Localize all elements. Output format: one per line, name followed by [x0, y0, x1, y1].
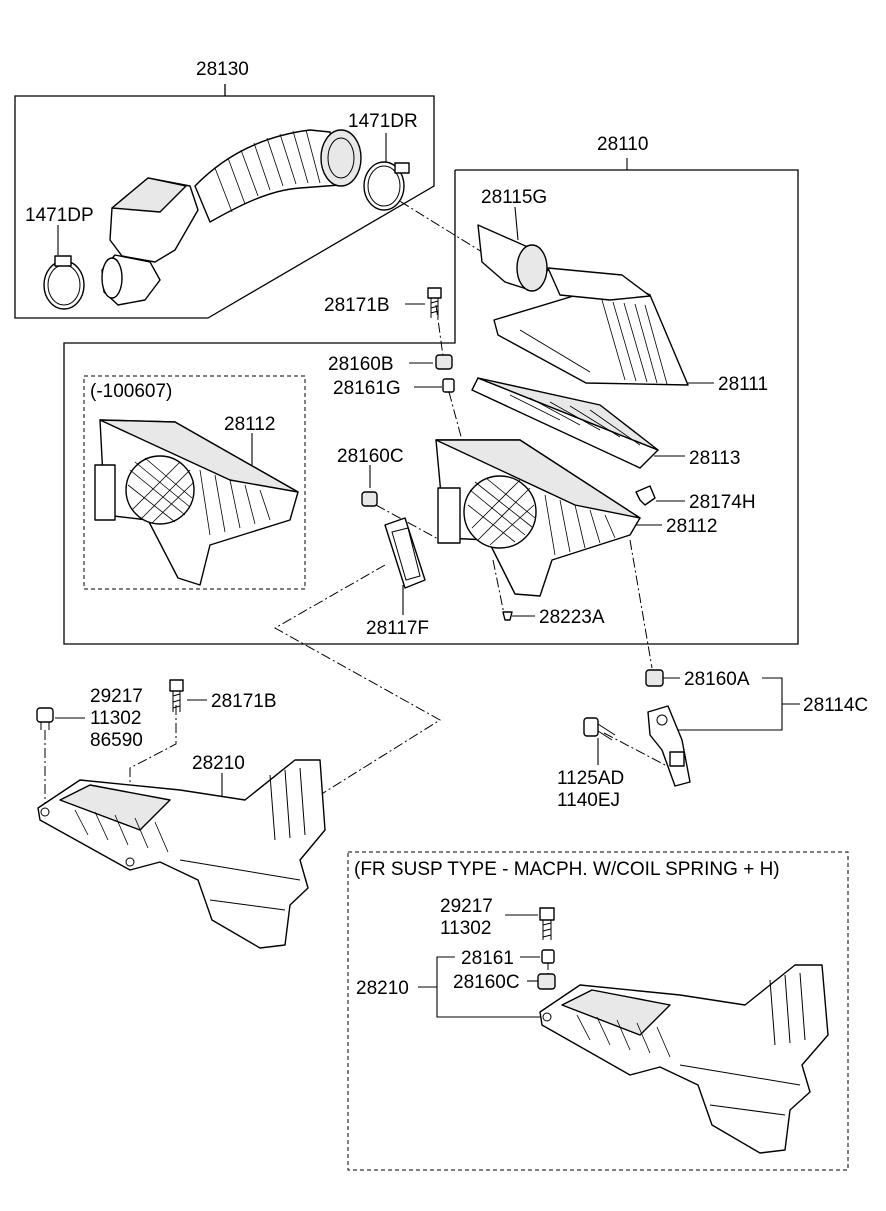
- label-hose-assembly: 28130: [196, 59, 249, 80]
- alt-grommet: [537, 973, 556, 990]
- label-intake-duct: 28210: [192, 753, 245, 774]
- label-bolt-intake: 28171B: [211, 691, 277, 712]
- grommet-to-body-line: [375, 504, 441, 541]
- alt-bolt: [539, 907, 555, 940]
- bolt-left: [36, 707, 54, 730]
- pad-to-intake-line: [273, 564, 441, 796]
- cleaner-body-main: [435, 439, 641, 597]
- bolt-intake: [169, 679, 184, 712]
- grommet-lower: [645, 669, 664, 687]
- bolt-to-intake-line: [129, 705, 177, 860]
- hose-to-duct-line: [384, 191, 483, 253]
- label-alt-duct: 28210: [356, 978, 409, 999]
- label-filter-element: 28113: [689, 448, 740, 469]
- grommet-upper: [435, 354, 453, 370]
- label-resonator-pad: 28117F: [366, 618, 429, 639]
- cleaner-body-variant: [94, 419, 299, 586]
- label-bracket-bolt-2: 1140EJ: [557, 790, 620, 811]
- hose-clamp-right: [363, 161, 410, 211]
- collar-upper: [442, 378, 455, 393]
- intake-duct-alt: [539, 964, 829, 1154]
- label-alt-title: (FR SUSP TYPE - MACPH. W/COIL SPRING + H…: [354, 859, 780, 880]
- air-duct: [477, 224, 549, 292]
- hose-clamp-left: [43, 255, 85, 310]
- grommet-side: [361, 491, 378, 507]
- alt-config-frame: [347, 851, 849, 1171]
- bolt-upper: [427, 287, 442, 318]
- label-clip: 28174H: [689, 492, 756, 513]
- body-to-grommet-a-line: [629, 539, 653, 669]
- screw: [502, 611, 513, 621]
- label-variant-note: (-100607): [90, 381, 172, 402]
- label-body-main: 28112: [666, 516, 717, 537]
- label-bolt-left-3: 86590: [90, 730, 143, 751]
- intake-hose: [101, 129, 362, 306]
- label-bolt-upper: 28171B: [324, 295, 390, 316]
- label-bolt-left-2: 11302: [90, 708, 141, 729]
- duct-leader: [514, 206, 519, 241]
- label-alt-grommet: 28160C: [453, 972, 520, 993]
- label-alt-bolt-1: 29217: [440, 896, 493, 917]
- label-collar-upper: 28161G: [333, 378, 401, 399]
- label-alt-collar: 28161: [461, 948, 514, 969]
- label-bolt-left-1: 29217: [90, 686, 143, 707]
- label-alt-bolt-2: 11302: [440, 918, 491, 939]
- label-grommet-side: 28160C: [337, 446, 404, 467]
- screw-to-body-line: [492, 559, 505, 615]
- air-cleaner-cover: [493, 267, 689, 386]
- intake-duct-main: [37, 759, 326, 949]
- hose-assembly-frame: [14, 84, 435, 319]
- label-cover: 28111: [718, 374, 768, 395]
- bracket-bolt-line: [603, 732, 666, 766]
- label-grommet-upper: 28160B: [328, 354, 394, 375]
- label-bracket-assembly: 28114C: [803, 695, 868, 716]
- resonator-pad: [384, 517, 426, 589]
- filter-element: [471, 377, 659, 469]
- label-bracket-bolt-1: 1125AD: [557, 768, 624, 789]
- air-cleaner-frame: [63, 169, 799, 645]
- label-screw: 28223A: [539, 607, 605, 628]
- label-grommet-lower: 28160A: [684, 669, 750, 690]
- label-cleaner-assembly: 28110: [597, 134, 648, 155]
- label-clamp-right: 1471DR: [348, 111, 418, 132]
- hose-clip: [635, 485, 656, 506]
- bracket-bolt: [583, 717, 616, 741]
- label-clamp-left: 1471DP: [25, 205, 94, 226]
- alt-collar: [541, 949, 555, 964]
- bolt-to-grommet-line: [435, 304, 444, 357]
- label-duct: 28115G: [481, 187, 547, 208]
- label-body-variant: 28112: [224, 414, 275, 435]
- mounting-bracket: [647, 705, 691, 787]
